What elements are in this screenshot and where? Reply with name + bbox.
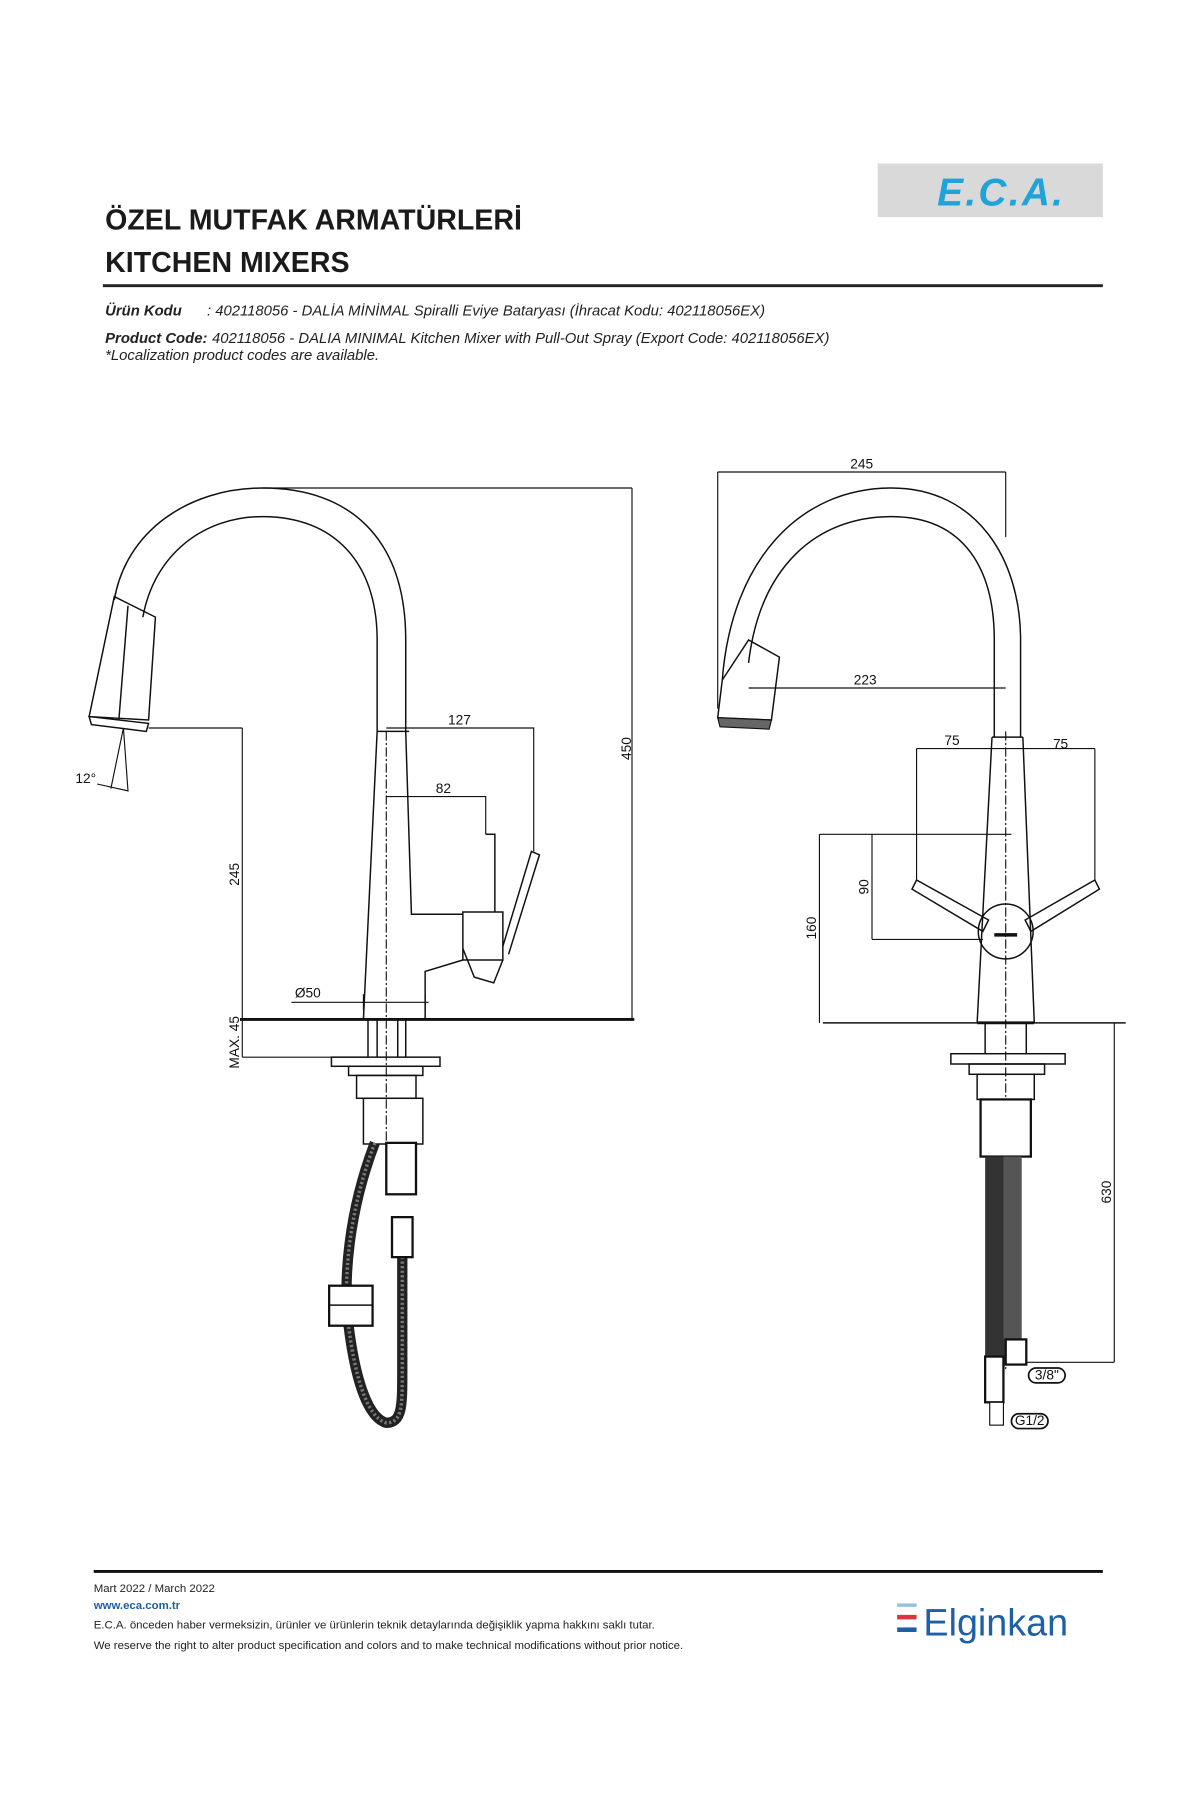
footer-url[interactable]: www.eca.com.tr <box>93 1600 181 1612</box>
svg-text:223: 223 <box>854 673 877 688</box>
title-tr: ÖZEL MUTFAK ARMATÜRLERİ <box>105 204 522 237</box>
product-code-tr: Ürün Kodu: 402118056 - DALİA MİNİMAL Spi… <box>105 302 765 319</box>
eca-logo: E.C.A. <box>877 163 1103 218</box>
localization-note: *Localization product codes are availabl… <box>105 348 379 364</box>
svg-text:3/8": 3/8" <box>1035 1367 1059 1382</box>
footer-date: Mart 2022 / March 2022 <box>94 1583 215 1595</box>
svg-text:E.C.A.: E.C.A. <box>937 172 1065 215</box>
footer-disclaimer-tr: E.C.A. önceden haber vermeksizin, ürünle… <box>94 1620 655 1632</box>
svg-text:245: 245 <box>227 862 242 885</box>
svg-text:75: 75 <box>1053 737 1069 752</box>
svg-text:630: 630 <box>1099 1180 1114 1203</box>
title-en: KITCHEN MIXERS <box>105 247 349 279</box>
svg-text:G1/2: G1/2 <box>1015 1413 1045 1428</box>
svg-text:MAX. 45: MAX. 45 <box>227 1016 242 1069</box>
svg-text:Elginkan: Elginkan <box>923 1601 1068 1643</box>
footer-disclaimer-en: We reserve the right to alter product sp… <box>94 1640 683 1652</box>
svg-text:90: 90 <box>857 879 872 895</box>
svg-text:Ø50: Ø50 <box>295 986 321 1001</box>
svg-text:12°: 12° <box>75 771 96 786</box>
product-code-en: Product Code:402118056 - DALIA MINIMAL K… <box>105 331 829 347</box>
svg-text:450: 450 <box>619 737 634 760</box>
front-view-drawing: 245 223 75 75 90 160 630 3/8" G1/2 <box>716 457 1126 1430</box>
svg-text:127: 127 <box>448 713 471 728</box>
svg-text:245: 245 <box>850 457 873 472</box>
svg-text:82: 82 <box>436 781 451 796</box>
svg-text:75: 75 <box>944 733 960 748</box>
elginkan-logo: Elginkan <box>897 1601 1068 1643</box>
side-view-drawing: 450 245 MAX. 45 127 82 Ø50 12° <box>75 487 635 1429</box>
svg-text:160: 160 <box>804 916 819 939</box>
